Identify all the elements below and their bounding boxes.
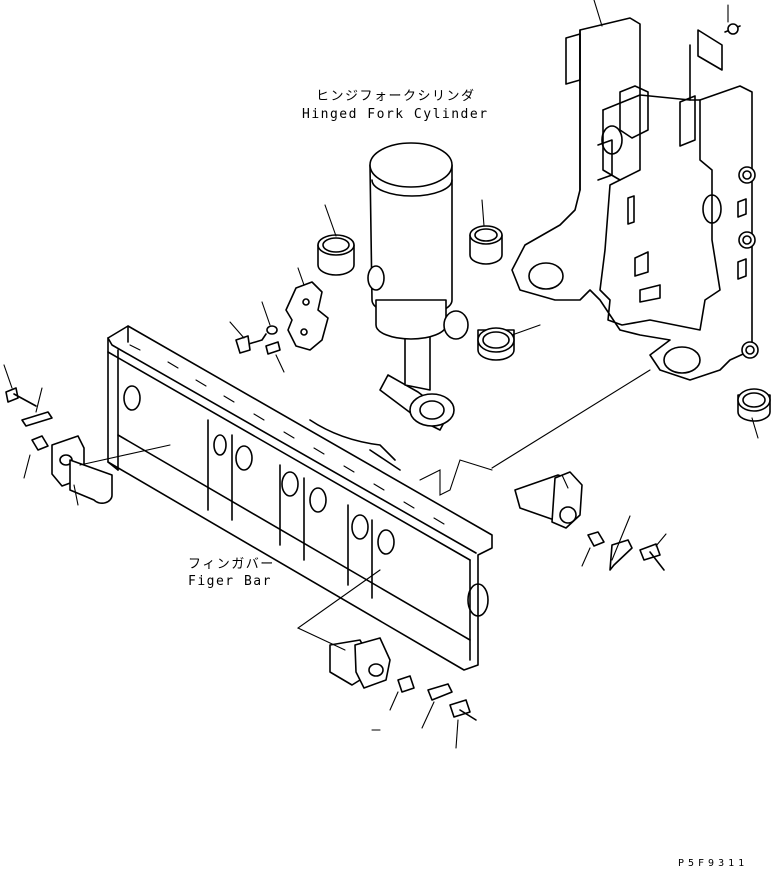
pin-right	[514, 471, 583, 529]
clamp-bracket	[285, 267, 329, 351]
bolt-right	[639, 533, 667, 571]
lock-plate-left	[21, 387, 53, 427]
grease-nipple-bottom	[389, 675, 415, 711]
bolt-upper-left	[3, 364, 37, 407]
grease-nipple-right	[581, 531, 605, 567]
carriage-frame	[511, 17, 759, 381]
bushing-right	[737, 388, 771, 439]
bolt-top-right	[724, 4, 741, 35]
assembly-lines	[79, 369, 651, 731]
grease-nipple-clamp	[265, 341, 285, 373]
leader-frame	[593, 0, 603, 27]
grease-nipple-left	[23, 435, 49, 479]
lock-plate-right	[609, 515, 633, 571]
bushing-middle	[469, 199, 503, 265]
finger-bar	[107, 325, 493, 671]
bushing-left	[317, 204, 355, 276]
bolt-clamp	[229, 321, 267, 354]
lock-plate-bottom	[421, 683, 453, 729]
hinged-fork-cylinder-label-en: Hinged Fork Cylinder	[302, 107, 489, 122]
hinged-fork-cylinder	[367, 142, 469, 431]
pin-left	[51, 435, 113, 506]
bolt-bottom	[449, 699, 477, 749]
finger-bar-label-jp: フィンガバー	[188, 557, 275, 572]
pin-bottom	[329, 637, 391, 689]
washer-clamp	[261, 301, 278, 335]
bushing-lower	[477, 324, 541, 361]
finger-bar-label-en: Figer Bar	[188, 574, 272, 589]
drawing-code: P5F9311	[678, 858, 749, 869]
hinged-fork-cylinder-label-jp: ヒンジフォークシリンダ	[316, 89, 476, 104]
